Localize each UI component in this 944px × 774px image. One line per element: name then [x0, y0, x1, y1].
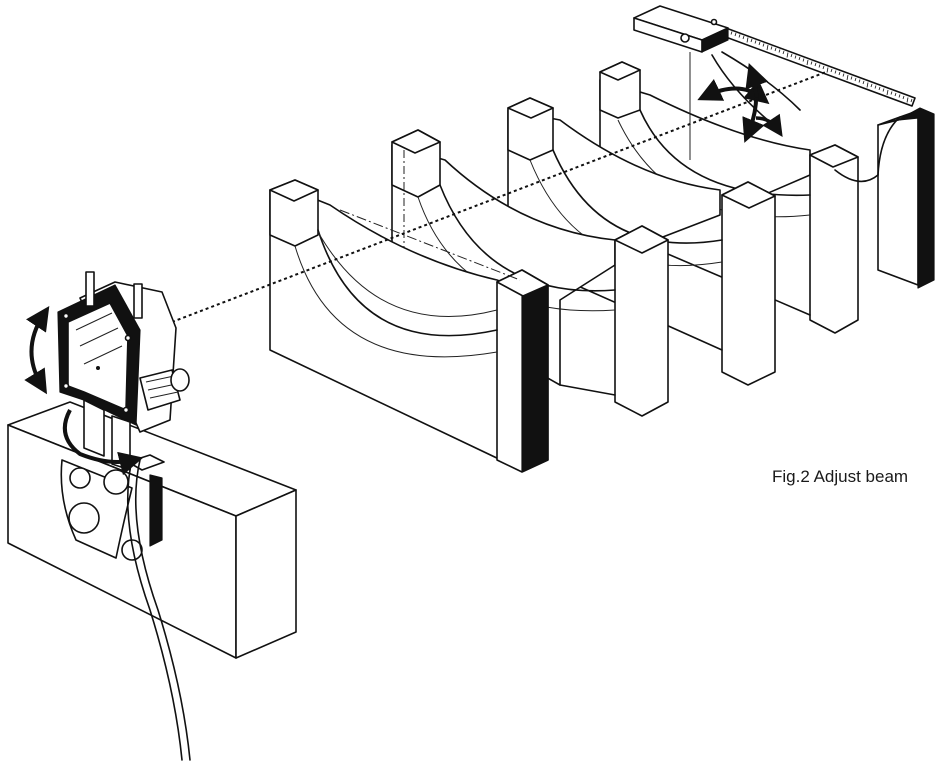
scale-tick [778, 49, 781, 53]
scale-tick [738, 34, 741, 38]
scale-tick [818, 64, 821, 68]
target-adjust-arrows [697, 62, 783, 143]
scale-tick [854, 77, 857, 82]
scale-tick [866, 82, 869, 88]
scale-tick [838, 71, 841, 76]
scale-tick [762, 43, 765, 47]
scale-tick [874, 85, 877, 89]
laser-beam [171, 71, 827, 323]
scale-tick [802, 58, 805, 62]
scale-tick [858, 79, 861, 83]
scale-tick [830, 68, 833, 73]
scale-tick [814, 62, 817, 67]
scale-tick [826, 67, 829, 73]
scale-tick [862, 80, 865, 85]
scale-tick [766, 44, 769, 51]
scale-tick [734, 32, 737, 37]
scale-tick [886, 89, 889, 96]
scale-tick [806, 59, 809, 66]
scale-tick [782, 50, 785, 55]
measuring-scale [722, 27, 916, 107]
bearing-support-1 [269, 179, 549, 473]
scale-tick [894, 92, 897, 97]
scale-tick [798, 56, 801, 61]
scale-tick [870, 83, 873, 88]
scale-tick [834, 70, 837, 74]
scale-tick [750, 38, 753, 43]
scale-tick [794, 55, 797, 59]
scale-tick [774, 47, 777, 52]
scale-tick [906, 97, 909, 103]
bearing-support-2 [391, 129, 669, 417]
scale-tick [790, 53, 793, 58]
cable [126, 459, 191, 761]
scale-tick [754, 40, 757, 44]
scale-tick [842, 73, 845, 77]
scale-tick [910, 98, 913, 103]
scale-tick [878, 86, 881, 91]
scale-tick [746, 37, 749, 43]
scale-tick [846, 74, 849, 81]
figure-caption: Fig.2 Adjust beam [772, 467, 909, 486]
scale-tick [902, 95, 905, 100]
scale-tick [898, 94, 901, 98]
scale-tick [890, 91, 893, 95]
scale-tick [810, 61, 813, 65]
scale-tick [882, 88, 885, 92]
scale-tick [742, 35, 745, 40]
scale-tick [786, 52, 789, 58]
clamp [60, 454, 165, 561]
emitter-adjust-arrows [24, 306, 144, 476]
scale-tick [770, 46, 773, 50]
bearing-support-5 [877, 107, 935, 289]
scale-tick [822, 65, 825, 70]
scale-tick [850, 76, 853, 80]
scale-tick [730, 31, 733, 35]
scale-tick [758, 41, 761, 46]
